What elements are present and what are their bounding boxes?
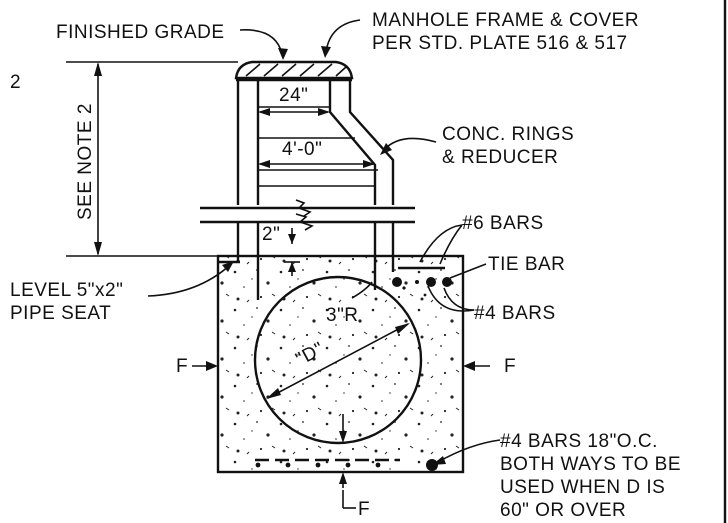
pipe-circle <box>253 275 423 445</box>
label-f-right: F <box>504 356 516 377</box>
leaders <box>147 19 501 465</box>
label-conc-line2: & REDUCER <box>442 147 558 168</box>
bottom-rebar <box>255 458 438 471</box>
label-sheet-mark: 2 <box>10 72 21 93</box>
dim-d-line <box>266 323 410 399</box>
label-conc-line1: CONC. RINGS <box>442 124 574 145</box>
label-manhole-line1: MANHOLE FRAME & COVER <box>372 10 639 31</box>
label-radius-3: 3"R <box>326 305 359 326</box>
dim-2-line <box>284 228 300 276</box>
label-note-line3: USED WHEN D IS <box>500 477 665 498</box>
label-pipe-seat-line2: PIPE SEAT <box>10 303 111 324</box>
label-note-line2: BOTH WAYS TO BE <box>500 454 681 475</box>
label-see-note: SEE NOTE 2 <box>75 103 96 220</box>
base-slab <box>216 254 465 474</box>
manhole-frame-cover <box>234 60 354 82</box>
label-bars-6: #6 BARS <box>462 213 544 234</box>
see-note-dimension <box>66 61 238 257</box>
label-bars-4: #4 BARS <box>474 303 556 324</box>
label-note-line1: #4 BARS 18"O.C. <box>500 431 658 452</box>
label-pipe-seat-line1: LEVEL 5"x2" <box>10 280 123 301</box>
label-manhole-line2: PER STD. PLATE 516 & 517 <box>372 33 628 54</box>
label-finished-grade: FINISHED GRADE <box>56 22 225 43</box>
label-dim-4ft: 4'-0" <box>282 139 322 160</box>
label-f-bottom: F <box>358 499 370 520</box>
label-dim-2: 2" <box>262 224 280 245</box>
section-marks <box>192 361 490 509</box>
label-f-left: F <box>176 356 188 377</box>
break-lines <box>200 199 415 231</box>
dim-4ft-line <box>258 160 375 168</box>
ring-joints <box>258 106 378 187</box>
dim-bottom-cover <box>339 414 347 488</box>
label-dim-24: 24" <box>279 85 308 106</box>
label-note-line4: 60" OR OVER <box>500 500 626 521</box>
dim-24-line <box>258 108 330 116</box>
top-rebar <box>392 266 452 297</box>
riser-walls-lower <box>236 222 395 256</box>
label-tie-bar: TIE BAR <box>488 254 565 275</box>
